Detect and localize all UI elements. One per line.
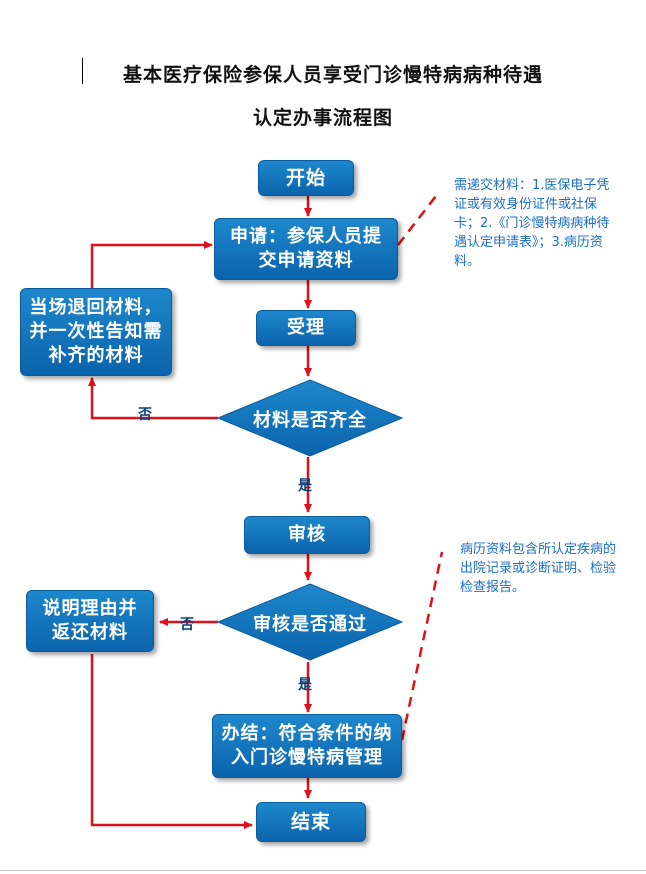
decision-label-review: 审核是否通过: [253, 614, 367, 635]
decision-shape-materials: [216, 379, 404, 457]
callout-line-records: [400, 551, 444, 741]
text-cursor: [82, 58, 83, 84]
decision-label-materials: 材料是否齐全: [253, 410, 367, 431]
arrow-explain-to-end: [90, 654, 253, 829]
edge-label-no-1: 否: [138, 407, 152, 423]
decision-shape-review: [216, 583, 404, 661]
edge-label-yes-2: 是: [298, 677, 312, 693]
end-node: 结束: [256, 802, 366, 842]
start-node: 开始: [258, 160, 354, 196]
accept-node: 受理: [256, 310, 356, 346]
note-required-materials: 需递交材料：1.医保电子凭证或有效身份证件或社保卡；2.《门诊慢特病病种待遇认定…: [454, 178, 610, 269]
arrow-no1-to-return: [88, 377, 218, 420]
apply-node: 申请：参保人员提交申请资料: [214, 218, 398, 280]
page-bottom-divider: [0, 870, 646, 871]
edge-label-yes-1: 是: [298, 478, 312, 494]
arrow-return-to-apply: [90, 241, 213, 288]
callout-line-materials: [397, 195, 437, 246]
review-node: 审核: [244, 516, 370, 554]
return-materials-node: 当场退回材料，并一次性告知需补齐的材料: [20, 288, 172, 376]
title-line-1: 基本医疗保险参保人员享受门诊慢特病病种待遇: [122, 64, 543, 86]
edge-label-no-2: 否: [180, 617, 194, 633]
title-line-2: 认定办事流程图: [252, 107, 393, 129]
note-medical-records: 病历资料包含所认定疾病的出院记录或诊断证明、检验检查报告。: [460, 542, 617, 595]
explain-return-node: 说明理由并返还材料: [26, 590, 154, 652]
complete-node: 办结：符合条件的纳入门诊慢特病管理: [212, 714, 402, 778]
